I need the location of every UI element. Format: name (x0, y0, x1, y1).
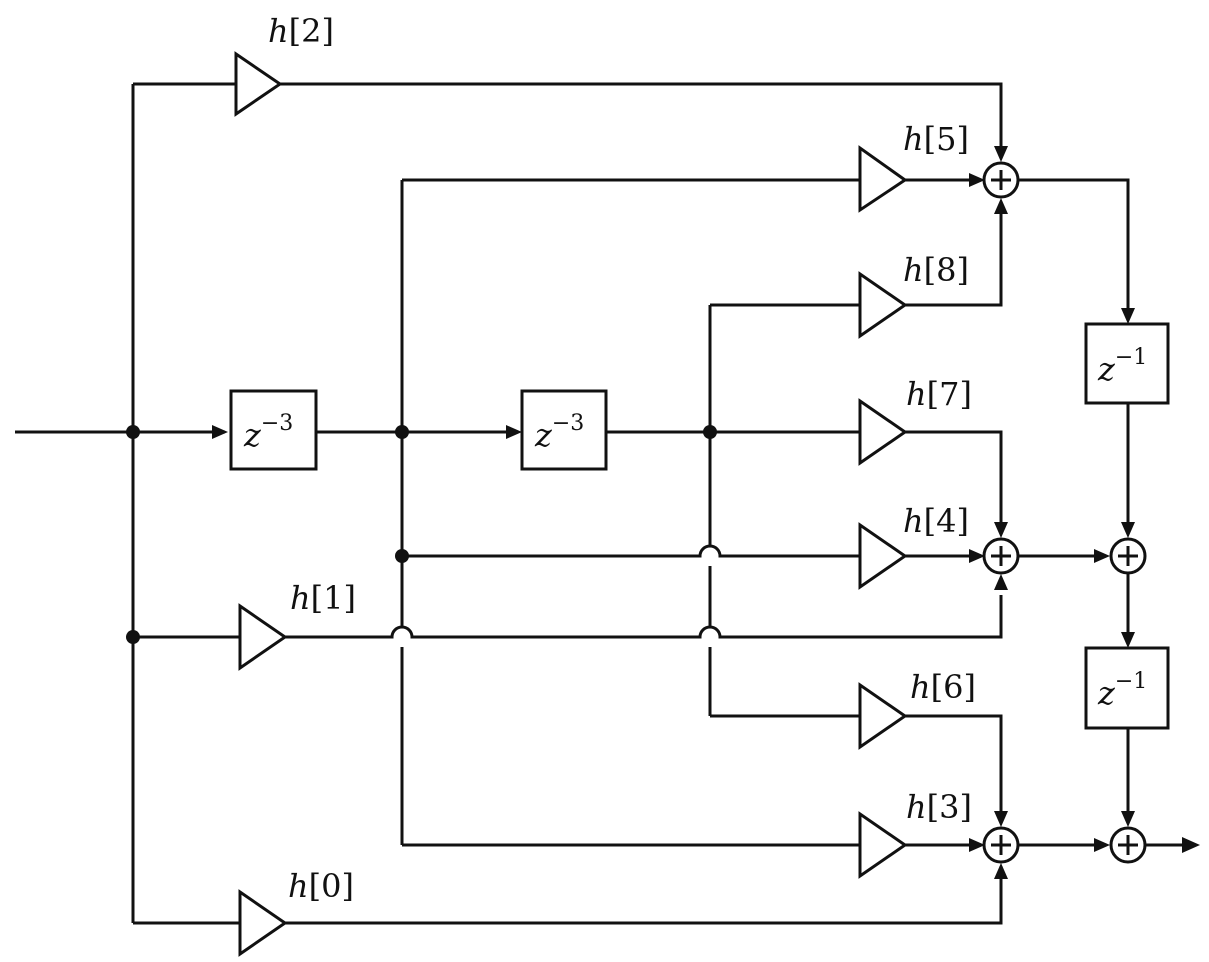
wire-h1-out (285, 595, 1003, 639)
gain-h4 (858, 522, 908, 590)
arrow-into-z1a (1121, 308, 1135, 324)
gain-h2 (234, 51, 283, 117)
arrow-h7-into-sum4 (994, 522, 1008, 538)
gain-labels: h[2] h[5] h[8] h[7] h[4] h[1] h[6] h[3] … (268, 12, 976, 905)
junction-dot (126, 425, 140, 439)
arrow-into-delay2 (506, 425, 522, 439)
junction-dot (703, 425, 717, 439)
wire-h2-out (280, 82, 1003, 148)
sum-junction-top (982, 161, 1020, 199)
delay-z-1-lower (1084, 646, 1170, 730)
wire-h7-out (905, 430, 1003, 529)
signal-wires (15, 82, 1185, 925)
wire-h0-out (285, 866, 1003, 925)
arrow-z1b-into-sumR2 (1121, 811, 1135, 827)
junction-dot (395, 425, 409, 439)
delay-z-3-second (520, 389, 608, 471)
label-h7: h[7] (906, 375, 972, 413)
gain-h7 (858, 398, 908, 466)
sum-junction-right-middle (1109, 537, 1147, 575)
wire-sum5-out (1017, 178, 1130, 312)
junction-dot (395, 549, 409, 563)
arrow-sum4-into-sumR1 (1094, 549, 1110, 563)
label-h4: h[4] (903, 502, 969, 540)
arrow-h6-into-sum3 (994, 811, 1008, 827)
wire-h8-out (905, 212, 1003, 307)
arrowheads (212, 146, 1200, 879)
junction-dot (126, 630, 140, 644)
arrow-h4-into-sum4 (969, 549, 985, 563)
label-h2: h[2] (268, 12, 334, 50)
arrow-h1-into-sum4 (994, 574, 1008, 590)
delay-z-1-upper (1084, 322, 1170, 405)
sum-junction-bottom (982, 826, 1020, 864)
delay-z-3-second-label: z−3 (534, 411, 584, 454)
delay-z-1-lower-label: z−1 (1097, 669, 1147, 712)
gain-blocks (234, 51, 908, 957)
summing-junctions (982, 161, 1147, 864)
label-h8: h[8] (903, 251, 969, 289)
wire-h6-out (905, 714, 1003, 818)
delay-z-1-upper-label: z−1 (1097, 345, 1147, 388)
gain-h0 (238, 889, 288, 957)
arrow-h0-into-sum3 (994, 863, 1008, 879)
gain-h3 (858, 811, 908, 879)
arrow-h2-into-sum5 (994, 146, 1008, 162)
arrow-z1a-into-sumR1 (1121, 522, 1135, 538)
arrow-into-delay1 (212, 425, 228, 439)
gain-h6 (858, 682, 908, 750)
arrow-h5-into-sum5 (969, 173, 985, 187)
junction-dots (126, 425, 717, 644)
sum-junction-right-bottom (1109, 826, 1147, 864)
arrow-h3-into-sum3 (969, 838, 985, 852)
delay-z-3-first (229, 389, 318, 471)
arrow-h8-into-sum5 (994, 198, 1008, 214)
gain-h1 (238, 603, 288, 671)
label-h3: h[3] (906, 788, 972, 826)
label-h5: h[5] (903, 120, 969, 158)
delay-blocks: z−3 z−3 z−1 z−1 (229, 322, 1170, 730)
arrow-into-z1b (1121, 632, 1135, 648)
arrow-output (1182, 837, 1200, 853)
wire-h4-in (402, 544, 860, 558)
sum-junction-middle (982, 537, 1020, 575)
gain-h8 (858, 271, 908, 339)
label-h1: h[1] (290, 579, 356, 617)
delay-z-3-first-label: z−3 (243, 411, 293, 454)
label-h0: h[0] (288, 867, 354, 905)
gain-h5 (858, 145, 908, 213)
arrow-sum3-into-sumR2 (1094, 838, 1110, 852)
label-h6: h[6] (910, 668, 976, 706)
